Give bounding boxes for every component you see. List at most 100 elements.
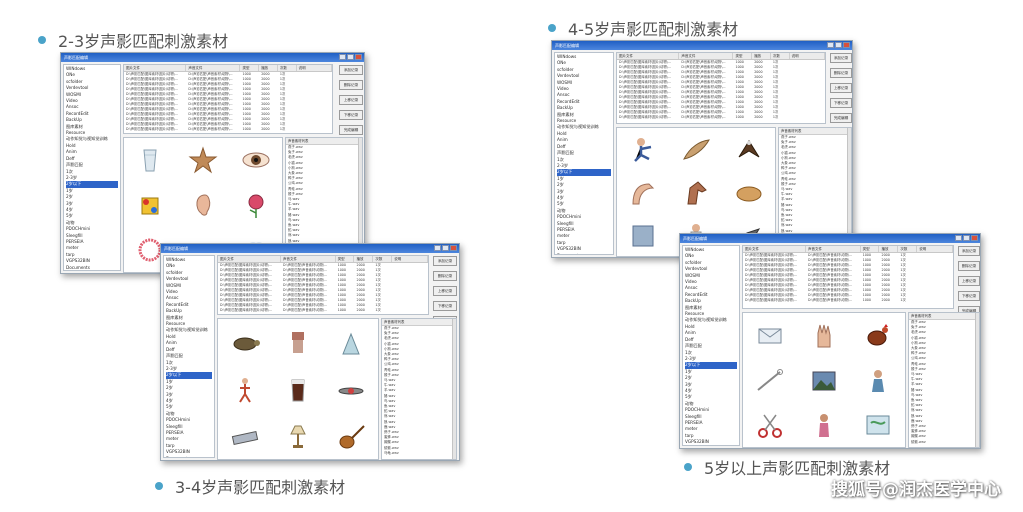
tree-node[interactable]: PERSEIA [685,419,703,425]
tree-node[interactable]: 图库素材 [166,314,183,320]
table-row[interactable]: D:\声影匹配\图库素材\图片\动物\...D:\声影匹配\声音素材\动物\..… [743,273,953,278]
close-icon[interactable] [843,42,850,48]
sound-item[interactable]: 猪.wav [384,393,396,398]
tree-node[interactable]: Ansoc [685,285,698,291]
minimize-icon[interactable] [339,54,346,60]
table-row[interactable]: D:\声影匹配\图库素材\图片\动物\...D:\声影匹配\声音素材\动物\..… [124,97,332,102]
column-header[interactable]: 说明 [392,256,428,262]
sound-item[interactable]: 蛇.wav [384,409,396,414]
sound-item[interactable]: 蜜蜂.wav [384,435,399,440]
tree-node[interactable]: 3岁 [166,391,173,397]
sound-item[interactable]: 小狗.wav [288,165,303,170]
action-button[interactable]: 删除记录 [958,261,980,271]
tree-node[interactable]: 1次 [557,156,564,162]
table-row[interactable]: D:\声影匹配\图库素材\图片\动物\...D:\声影匹配\声音素材\动物\..… [218,298,428,303]
drone-icon[interactable] [335,375,367,403]
sound-item[interactable]: 青蛙.wav [288,186,303,191]
tree-node[interactable]: Deff [685,336,694,342]
window-titlebar[interactable]: 声影匹配编辑 [552,41,852,50]
tree-node[interactable]: VGPS32BIN [166,449,190,455]
tree-node[interactable]: 2岁以下 [66,181,118,188]
tree-node[interactable]: Verdevtool [166,276,189,282]
tree-node[interactable]: PERSEIA [166,429,184,435]
table-row[interactable]: D:\声影匹配\图库素材\图片\动物\...D:\声影匹配\声音素材\动物\..… [218,293,428,298]
tree-node[interactable]: Video [557,86,569,92]
eagle-icon[interactable] [733,135,765,163]
sound-item[interactable]: 羊.wav [781,197,793,202]
action-button[interactable]: 下移记录 [830,98,852,108]
action-button[interactable]: 删除记录 [339,80,363,90]
column-header[interactable]: 图片文件 [617,53,680,59]
tree-node[interactable]: 动物 [557,207,566,213]
table-row[interactable]: D:\声影匹配\图库素材\图片\动物\...D:\声影匹配\声音素材\动物\..… [124,72,332,77]
tree-node[interactable]: ONe [557,60,567,66]
table-row[interactable]: D:\声影匹配\图库素材\图片\动物\...D:\声影匹配\声音素材\动物\..… [743,258,953,263]
sound-item[interactable]: 猪.wav [288,212,300,217]
table-row[interactable]: D:\声影匹配\图库素材\图片\动物\...D:\声影匹配\声音素材\动物\..… [124,127,332,132]
action-button[interactable]: 上移记录 [958,276,980,286]
sound-item[interactable]: 公鸡.wav [911,356,926,361]
sound-item[interactable]: 鸭子.wav [911,351,926,356]
sound-item[interactable]: 青蛙.wav [911,361,926,366]
tree-node[interactable]: 5岁 [66,213,73,219]
tree-node[interactable]: 2岁 [685,375,692,381]
tree-node[interactable]: Sleegfill [685,413,702,419]
column-header[interactable]: 说明 [917,246,953,252]
tree-node[interactable]: Deff [557,143,566,149]
sound-item[interactable]: 鸭子.wav [384,357,399,362]
sound-item[interactable]: 蜜蜂.wav [911,429,926,434]
tree-node[interactable]: 2岁 [166,385,173,391]
table-row[interactable]: D:\声影匹配\图库素材\图片\动物\...D:\声影匹配\声音素材\动物\..… [218,303,428,308]
tree-node[interactable]: 4岁 [685,387,692,393]
column-header[interactable]: 说明 [790,53,825,59]
sound-item[interactable]: 蝴蝶.wav [911,434,926,439]
sound-item[interactable]: 公鸡.wav [288,181,303,186]
tree-node[interactable]: BackUp [557,105,573,111]
table-row[interactable]: D:\声影匹配\图库素材\图片\动物\...D:\声影匹配\声音素材\动物\..… [124,82,332,87]
tree-node[interactable]: tarp [66,251,75,257]
sound-item[interactable]: 老虎.wav [288,155,303,160]
table-row[interactable]: D:\声影匹配\图库素材\图片\动物\...D:\声影匹配\声音素材\动物\..… [218,308,428,313]
table-row[interactable]: D:\声影匹配\图库素材\图片\动物\...D:\声影匹配\声音素材\动物\..… [617,105,825,110]
scrollbar[interactable] [452,319,456,459]
sound-item[interactable]: 老虎.wav [781,145,796,150]
eye-icon[interactable] [240,146,272,174]
action-button[interactable]: 上移记录 [433,286,457,296]
tree-node[interactable]: 1次 [66,168,73,174]
tree-node[interactable]: PDOCHmini [166,417,191,423]
tree-node[interactable]: meter [685,426,698,432]
tree-node[interactable]: 声影匹配 [685,343,702,349]
action-button[interactable]: 添加记录 [830,53,852,63]
sound-item[interactable]: 蜻蜓.wav [911,439,926,444]
tree-node[interactable]: 动作知觉与视知觉训练 [166,327,208,333]
table-row[interactable]: D:\声影匹配\图库素材\图片\动物\...D:\声影匹配\声音素材\动物\..… [617,65,825,70]
column-header[interactable]: 声音文件 [679,53,734,59]
tree-node[interactable]: VGPS32BIN [685,439,709,445]
tree-node[interactable]: 1岁 [685,368,692,374]
maximize-icon[interactable] [347,54,354,60]
tree-node[interactable]: Documents [166,456,212,457]
table-row[interactable]: D:\声影匹配\图库素材\图片\动物\...D:\声影匹配\声音素材\动物\..… [617,110,825,115]
table-row[interactable]: D:\声影匹配\图库素材\图片\动物\...D:\声影匹配\声音素材\动物\..… [617,60,825,65]
sound-item[interactable]: 狼.wav [911,413,923,418]
table-row[interactable]: D:\声影匹配\图库素材\图片\动物\...D:\声影匹配\声音素材\动物\..… [743,253,953,258]
table-row[interactable]: D:\声影匹配\图库素材\图片\动物\...D:\声影匹配\声音素材\动物\..… [743,278,953,283]
tree-node[interactable]: 5岁 [166,404,173,410]
tree-node[interactable]: Anim [166,340,177,346]
shawl-icon[interactable] [627,221,659,249]
tree-node[interactable]: 动物 [66,219,75,225]
column-header[interactable]: 播放 [752,53,771,59]
sound-item[interactable]: 青蛙.wav [781,176,796,181]
tree-node[interactable]: 3岁 [685,381,692,387]
tree-node[interactable]: 动作知觉与视知觉训练 [557,124,599,130]
farmer-icon[interactable] [229,375,261,403]
table-row[interactable]: D:\声影匹配\图库素材\图片\动物\...D:\声影匹配\声音素材\动物\..… [743,263,953,268]
action-button[interactable]: 删除记录 [433,271,457,281]
tree-node[interactable]: RecordEdit [66,110,89,116]
maximize-icon[interactable] [963,235,970,241]
tree-node[interactable]: Hold [66,142,76,148]
tree-node[interactable]: 2岁 [66,194,73,200]
tree-node[interactable]: 声影匹配 [166,353,183,359]
tree-node[interactable]: 4岁 [66,206,73,212]
